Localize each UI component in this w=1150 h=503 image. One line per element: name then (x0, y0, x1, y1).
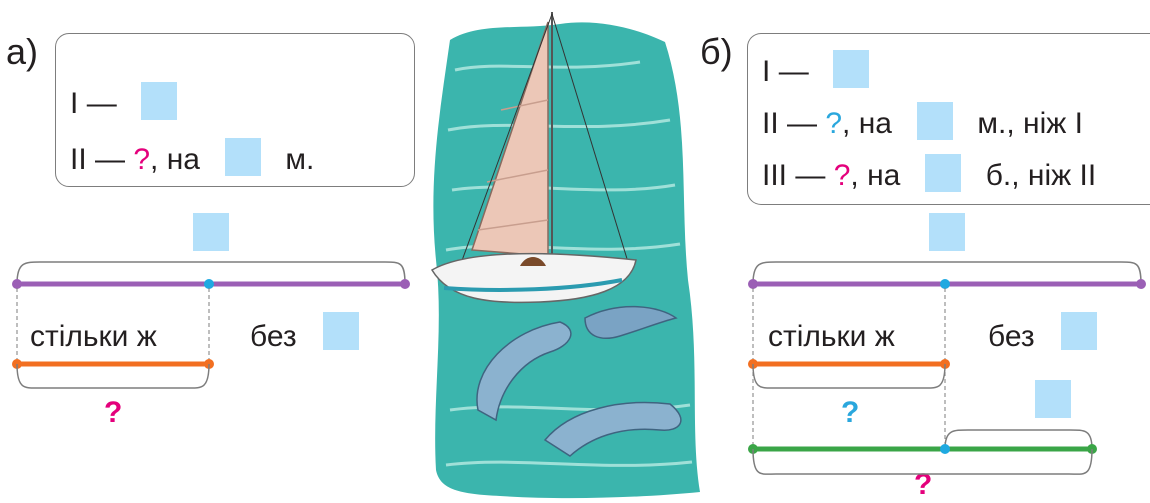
word-na: на (867, 158, 901, 192)
hull-stripe (443, 278, 623, 292)
dash: — (86, 86, 117, 120)
part-a-line-1: І — (70, 82, 178, 124)
unit-label: м., ніж І (977, 106, 1083, 140)
segment-label-same: стільки ж (30, 320, 157, 353)
roman-numeral: І (762, 54, 771, 88)
question-mark: ? (133, 142, 151, 176)
comma: , (842, 106, 851, 140)
segment-label-without: без (988, 320, 1035, 353)
dot (12, 279, 22, 289)
midpoint-dot (204, 279, 214, 289)
part-b-line-2: ІІ — ?, на м., ніж І (762, 102, 1083, 144)
question-mark-bottom: ? (914, 468, 933, 501)
unit-label: м. (285, 142, 315, 176)
part-a-letter: а) (6, 31, 39, 72)
word-na: на (166, 142, 200, 176)
blank-square[interactable] (916, 102, 953, 140)
dolphin (543, 401, 682, 457)
blank-square[interactable] (925, 154, 962, 192)
dash: — (95, 142, 126, 176)
unit-label: б., ніж ІІ (985, 158, 1097, 192)
dolphin (476, 321, 572, 422)
dash: — (795, 158, 826, 192)
brace-second (16, 363, 210, 389)
sailboat-dolphins-illustration (430, 12, 700, 499)
question-mark: ? (825, 106, 843, 140)
roman-numeral: ІІІ (762, 158, 788, 192)
brace-total (16, 261, 406, 285)
dot (748, 279, 758, 289)
part-a-line-2: ІІ — ?, на м. (70, 138, 315, 180)
brace-third (752, 448, 1093, 475)
dot (1136, 279, 1146, 289)
brace-total (752, 261, 1142, 285)
rigging (551, 13, 629, 263)
brace-extra (944, 429, 1093, 450)
roman-numeral: ІІ (762, 106, 779, 140)
word-na: на (858, 106, 892, 140)
comma: , (850, 158, 859, 192)
question-mark-left: ? (104, 396, 123, 429)
part-b-line-3: ІІІ — ?, на б., ніж ІІ (762, 154, 1097, 196)
dash: — (778, 54, 809, 88)
midpoint-dot (940, 444, 950, 454)
part-a-condition-box: І — ІІ — ?, на м. (55, 33, 415, 187)
diagram-a (12, 261, 410, 389)
dash: — (787, 106, 818, 140)
roman-numeral: І (70, 86, 79, 120)
rigging (459, 13, 553, 267)
segment-label-same: стільки ж (768, 320, 895, 353)
blank-square-total[interactable] (193, 213, 229, 251)
blank-square-without[interactable] (323, 312, 359, 350)
blank-square-extra[interactable] (1035, 380, 1071, 418)
blank-square[interactable] (224, 138, 261, 176)
midpoint-dot (940, 279, 950, 289)
part-b-line-1: І — (762, 50, 870, 92)
sail (470, 21, 549, 257)
question-mark-middle: ? (841, 396, 860, 429)
blank-square-total[interactable] (929, 213, 965, 251)
dot (400, 279, 410, 289)
cabin-window (520, 257, 546, 266)
question-mark: ? (833, 158, 851, 192)
brace-second (752, 363, 946, 389)
segment-label-without: без (250, 320, 297, 353)
blank-square[interactable] (833, 50, 870, 88)
roman-numeral: ІІ (70, 142, 87, 176)
diagram-b (748, 261, 1146, 475)
part-b-letter: б) (700, 31, 733, 72)
part-b-condition-box: І — ІІ — ?, на м., ніж І ІІІ — ?, на б.,… (747, 33, 1150, 205)
blank-square-without[interactable] (1061, 312, 1097, 350)
dolphin (584, 306, 678, 339)
blank-square[interactable] (141, 82, 178, 120)
comma: , (150, 142, 159, 176)
sail-seams (477, 99, 549, 231)
